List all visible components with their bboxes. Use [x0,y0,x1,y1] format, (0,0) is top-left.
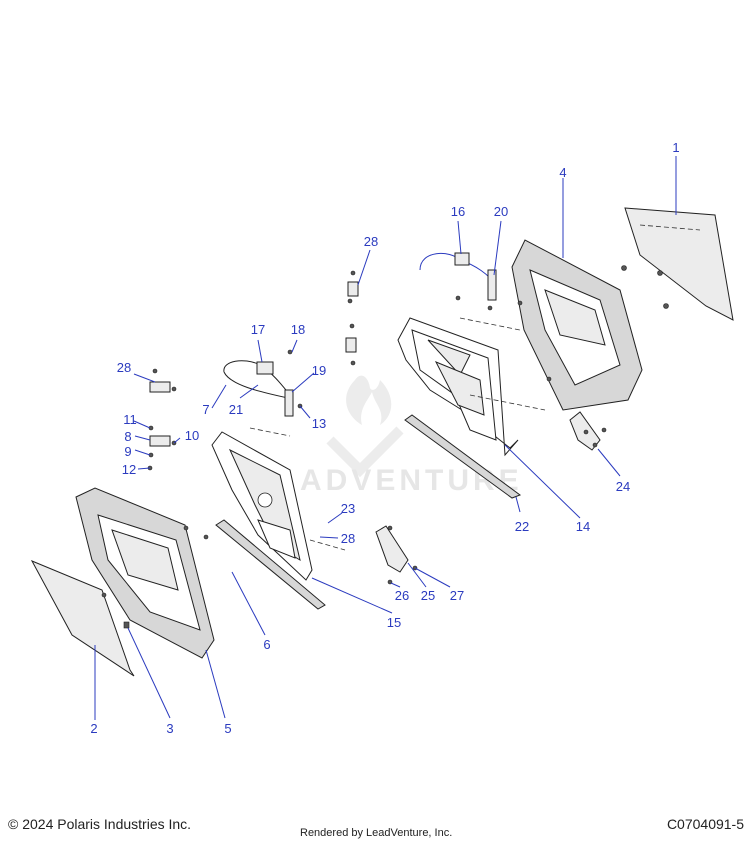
part-5-door-frame [75,487,215,659]
part-25-hinge [375,525,418,585]
callout-10: 10 [185,428,199,443]
part-22-seal-strip [404,414,522,499]
callout-5: 5 [224,721,231,736]
callout-4: 4 [559,165,566,180]
callout-7: 7 [202,402,209,417]
callout-26: 26 [395,588,409,603]
part-14-support-frame [397,317,546,457]
callout-16: 16 [451,204,465,219]
callout-17: 17 [251,322,265,337]
part-6-support-frame [211,427,346,581]
callout-12: 12 [122,462,136,477]
copyright-text: © 2024 Polaris Industries Inc. [8,816,192,832]
callout-9: 9 [124,444,131,459]
part-24-hinge [569,411,607,451]
callouts: 1 2 3 4 5 6 7 8 9 10 11 12 13 14 15 16 1… [90,140,679,736]
callout-28-middle: 28 [341,531,355,546]
leader-lines [94,156,677,720]
part-15-seal-strip [215,519,326,610]
callout-20: 20 [494,204,508,219]
part-1-outer-panel [621,207,734,321]
callout-19: 19 [312,363,326,378]
callout-18: 18 [291,322,305,337]
callout-27: 27 [450,588,464,603]
callout-23: 23 [341,501,355,516]
callout-3: 3 [166,721,173,736]
part-7-21-cable [223,349,303,417]
callout-22: 22 [515,519,529,534]
watermark-flame-icon [346,375,392,425]
part-28-bracket-lower [147,368,177,471]
figure-id: C0704091-5 [666,816,744,832]
callout-13: 13 [312,416,326,431]
callout-11: 11 [123,412,137,427]
callout-21: 21 [229,402,243,417]
callout-14: 14 [576,519,590,534]
callout-1: 1 [672,140,679,155]
rendered-by-text: Rendered by LeadVenture, Inc. [300,827,453,839]
part-16-20-latch-cable [419,252,497,311]
part-2-outer-panel [30,559,135,677]
part-3-fastener [123,621,130,629]
callout-8: 8 [124,429,131,444]
callout-28-left: 28 [117,360,131,375]
callout-2: 2 [90,721,97,736]
callout-15: 15 [387,615,401,630]
part-28-bracket-upper [345,270,359,366]
callout-24: 24 [616,479,630,494]
callout-28-upper: 28 [364,234,378,249]
part-4-door-frame [511,239,643,411]
callout-25: 25 [421,588,435,603]
callout-6: 6 [263,637,270,652]
